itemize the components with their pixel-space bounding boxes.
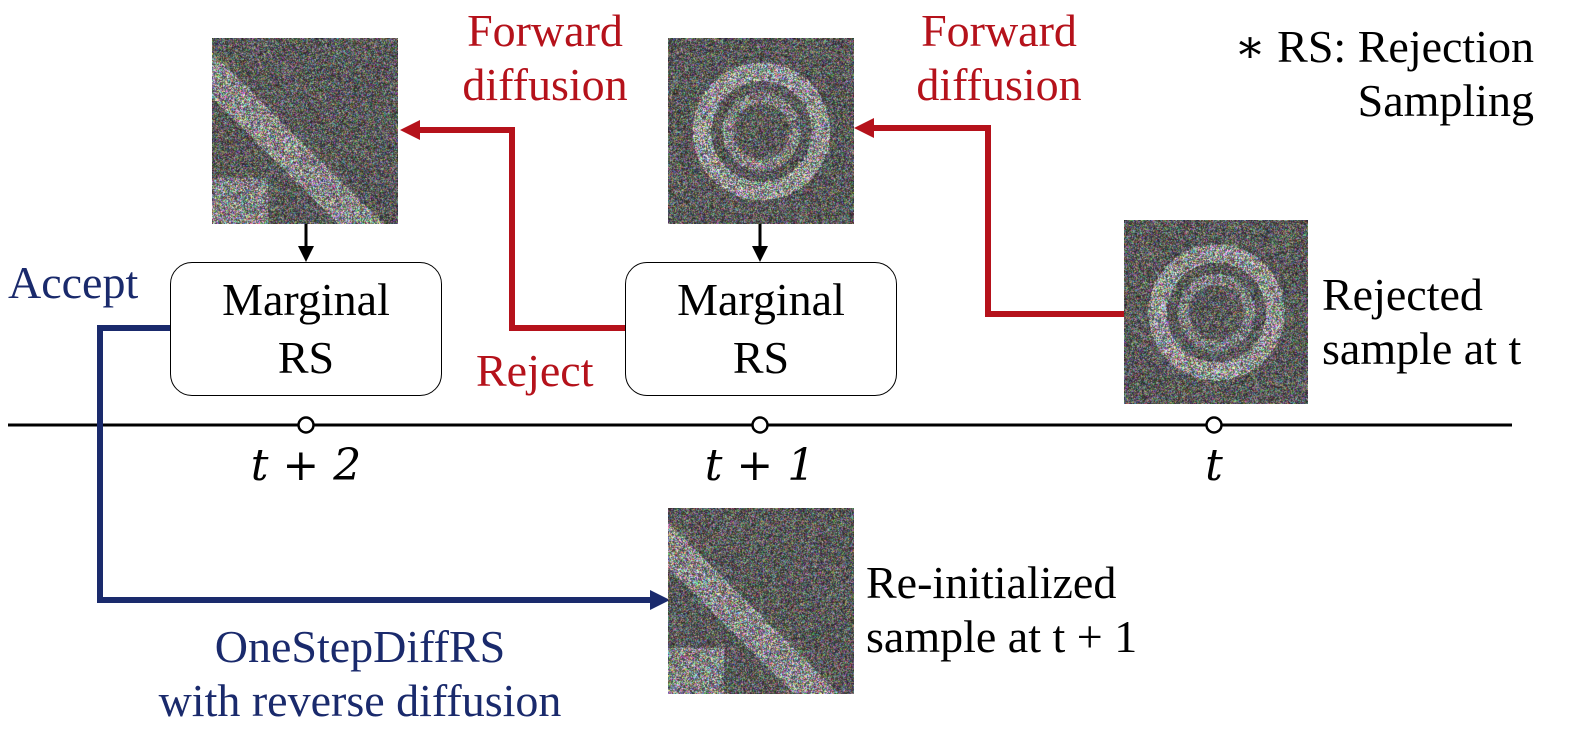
- box-right-line2: RS: [732, 332, 790, 383]
- reinitialized-sample-label: Re-initialized sample at t + 1: [866, 556, 1137, 664]
- accept-path: [97, 325, 652, 603]
- forward-path-right: [870, 125, 1124, 317]
- forward-left-line2: diffusion: [462, 59, 628, 110]
- down-arrow-left-head: [298, 246, 314, 262]
- tick-label-t-plus-1: t + 1: [704, 440, 816, 491]
- onestep-line2: with reverse diffusion: [158, 675, 562, 726]
- rs-footnote-line1: ∗ RS: Rejection: [1234, 21, 1534, 72]
- rs-footnote-line2: Sampling: [1357, 75, 1534, 126]
- tick-marker-t: [1205, 416, 1223, 434]
- reinit-line2: sample at t + 1: [866, 611, 1138, 662]
- box-left-line2: RS: [277, 332, 335, 383]
- forward-right-line2: diffusion: [916, 59, 1082, 110]
- forward-arrowhead-right: [854, 118, 874, 138]
- forward-left-line1: Forward: [467, 5, 623, 56]
- rs-footnote: ∗ RS: Rejection Sampling: [1200, 20, 1534, 128]
- tick-label-t: t: [1205, 440, 1223, 491]
- tick-marker-t1: [751, 416, 769, 434]
- reinit-line1: Re-initialized: [866, 557, 1117, 608]
- box-left-line1: Marginal: [222, 274, 390, 325]
- forward-diffusion-label-left: Forward diffusion: [430, 4, 660, 112]
- forward-arrowhead-left: [400, 120, 420, 140]
- accept-label: Accept: [8, 257, 139, 308]
- marginal-rs-box-right: Marginal RS: [625, 262, 897, 396]
- reject-label: Reject: [476, 345, 594, 396]
- tick-label-t-plus-2: t + 2: [250, 440, 362, 491]
- onestepdiffrs-label: OneStepDiffRS with reverse diffusion: [100, 620, 620, 728]
- noisy-image-rejected: [1124, 220, 1308, 404]
- noisy-image-t1-top: [668, 38, 854, 224]
- accept-arrowhead: [650, 590, 670, 610]
- noisy-image-reinitialized: [668, 508, 854, 694]
- tick-marker-t2: [297, 416, 315, 434]
- forward-path-left: [418, 127, 625, 331]
- onestep-line1: OneStepDiffRS: [214, 621, 506, 672]
- forward-diffusion-label-right: Forward diffusion: [884, 4, 1114, 112]
- rejected-sample-label: Rejected sample at t: [1322, 268, 1521, 376]
- noisy-image-t2: [212, 38, 398, 224]
- down-arrow-right-head: [752, 246, 768, 262]
- rejected-line2: sample at t: [1322, 323, 1522, 374]
- box-right-line1: Marginal: [677, 274, 845, 325]
- forward-right-line1: Forward: [921, 5, 1077, 56]
- marginal-rs-box-left: Marginal RS: [170, 262, 442, 396]
- rejected-line1: Rejected: [1322, 269, 1483, 320]
